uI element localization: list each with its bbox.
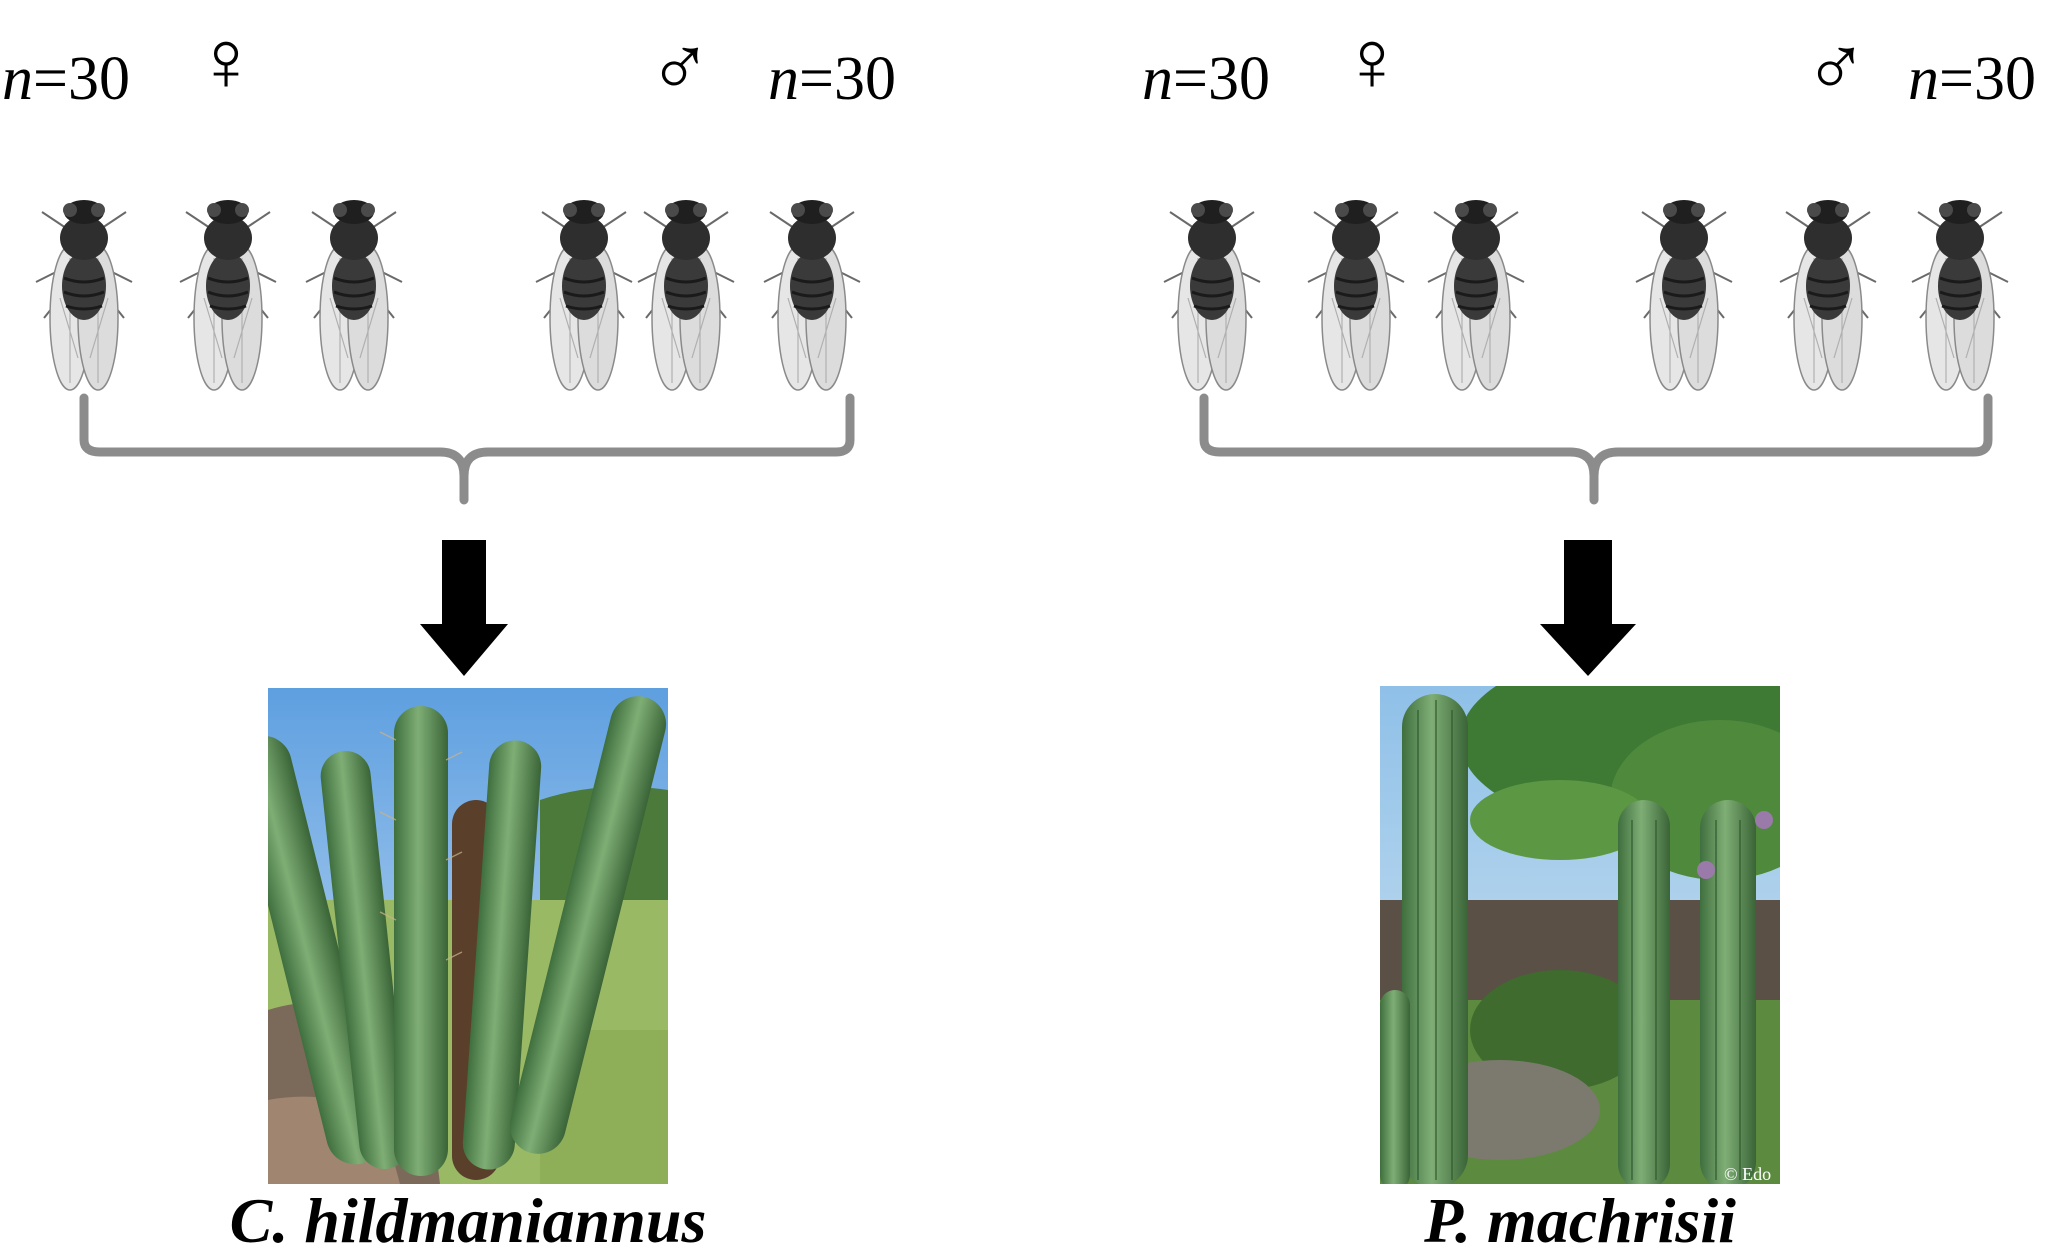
male-symbol-1: ♂	[648, 19, 713, 115]
female-symbol-2: ♀	[1340, 13, 1405, 109]
female-count-label-2: n=30	[1142, 45, 1270, 113]
grouping-brace-1	[79, 393, 855, 505]
grouping-brace-2	[1199, 393, 1993, 505]
species-label-2: P. machrisii	[1424, 1185, 1736, 1256]
down-arrow-2	[1540, 540, 1636, 676]
fly-icon	[636, 198, 736, 392]
fly-icon	[178, 198, 278, 392]
fly-icon	[34, 198, 134, 392]
fly-icon	[762, 198, 862, 392]
photo-watermark: © Edo	[1724, 1164, 1771, 1184]
female-symbol-1: ♀	[194, 13, 259, 109]
male-count-label-2: n=30	[1908, 45, 2036, 113]
cactus-photo-2: © Edo	[1380, 686, 1780, 1184]
male-count-label-1: n=30	[768, 45, 896, 113]
fly-icon	[1910, 198, 2010, 392]
fly-icon	[1306, 198, 1406, 392]
down-arrow-1	[420, 540, 508, 676]
fly-icon	[1778, 198, 1878, 392]
species-label-1: C. hildmaniannus	[229, 1185, 707, 1256]
male-symbol-2: ♂	[1804, 19, 1869, 115]
female-count-label-1: n=30	[2, 45, 130, 113]
cactus-photo-1	[268, 688, 668, 1184]
fly-icon	[534, 198, 634, 392]
fly-icon	[1634, 198, 1734, 392]
fly-icon	[1162, 198, 1262, 392]
fly-icon	[1426, 198, 1526, 392]
fly-icon	[304, 198, 404, 392]
